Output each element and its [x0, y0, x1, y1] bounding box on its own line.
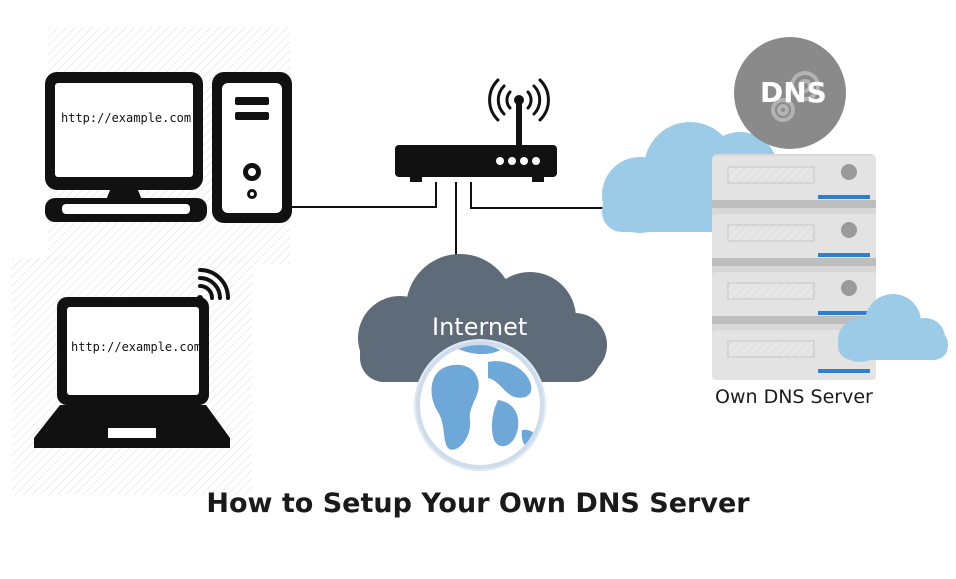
page-title: How to Setup Your Own DNS Server — [206, 488, 750, 519]
router-signal-icon — [488, 78, 550, 122]
desktop-tower-slot-1 — [235, 97, 269, 105]
laptop-icon — [34, 268, 230, 448]
globe-icon — [414, 339, 546, 471]
wireless-router-icon — [395, 78, 557, 182]
wifi-icon — [197, 268, 230, 301]
server-unit-4 — [712, 330, 876, 380]
server-label: Own DNS Server — [715, 386, 873, 408]
server-rack-icon — [712, 154, 876, 380]
internet-label: Internet — [432, 313, 528, 341]
laptop-screen — [67, 307, 199, 395]
router-body — [395, 145, 557, 177]
server-unit-1 — [712, 156, 876, 208]
cloud-icon-small — [838, 294, 948, 362]
gear-icon — [771, 71, 820, 122]
desktop-tower-slot-2 — [235, 112, 269, 120]
desktop-to-router-line — [290, 182, 437, 208]
laptop-touchpad — [108, 428, 156, 438]
router-leds — [496, 157, 540, 165]
desktop-keyboard-inner — [62, 204, 190, 214]
dns-badge-label: DNS — [760, 76, 827, 109]
server-unit-3 — [712, 272, 876, 324]
desktop-computer-icon — [45, 72, 292, 223]
desktop-screen — [55, 83, 193, 177]
dns-badge — [734, 37, 846, 149]
desktop-stand — [106, 190, 142, 200]
desktop-url-text: http://example.com — [61, 111, 192, 125]
router-antenna — [516, 100, 522, 152]
laptop-base — [34, 405, 230, 448]
server-unit-2 — [712, 214, 876, 266]
laptop-url-text: http://example.com — [71, 340, 202, 354]
